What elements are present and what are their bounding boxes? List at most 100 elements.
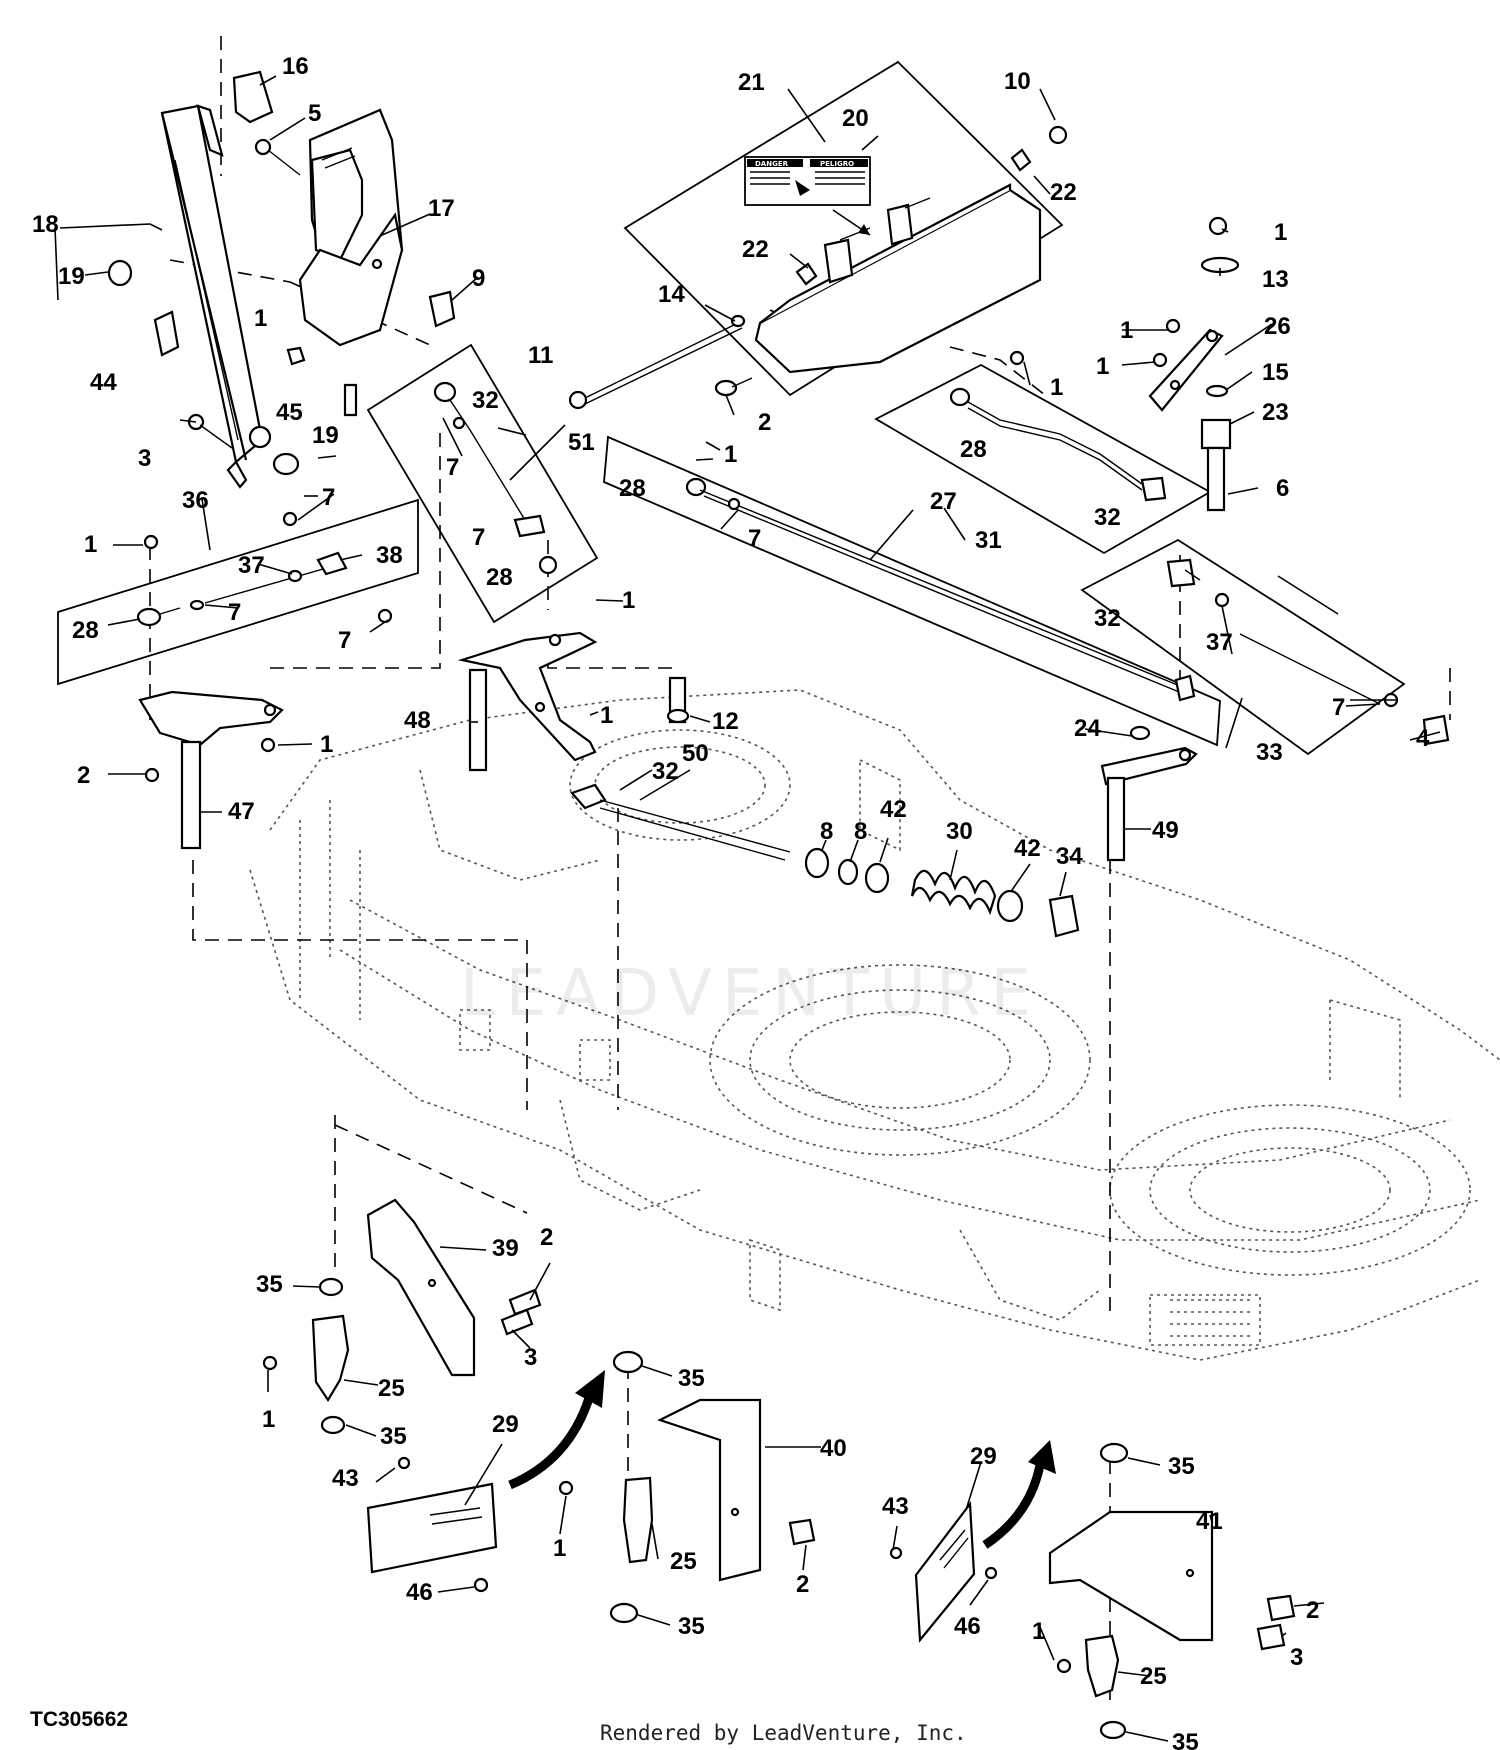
- long-rod-27: [685, 477, 1196, 741]
- callout-28-left: 28: [72, 617, 99, 644]
- callout-labels: 16 5 17 18 19 9 44 1 45 19 3 7 36 1 37 3…: [32, 53, 1430, 1750]
- callout-41: 41: [1196, 1508, 1223, 1535]
- callout-51: 51: [568, 429, 595, 456]
- callout-1-crank: 1: [600, 702, 613, 729]
- lift-lever-arm: [160, 104, 272, 489]
- grip-cap: [232, 70, 274, 124]
- callout-42-right: 42: [1014, 835, 1041, 862]
- callout-3-lower-right: 3: [1290, 1644, 1303, 1671]
- callout-1-lower-left: 1: [262, 1406, 275, 1433]
- spring-rod-assembly-50: [570, 783, 1080, 938]
- callout-2-lower-mid: 2: [796, 1571, 809, 1598]
- callout-4: 4: [1416, 725, 1430, 752]
- lower-right-assembly: [1048, 1442, 1296, 1740]
- callout-2-center: 2: [758, 409, 771, 436]
- rod-assembly-36: [136, 511, 393, 627]
- callout-7-rod27: 7: [748, 525, 761, 552]
- callout-34: 34: [1056, 843, 1083, 870]
- rod-assembly-31: [949, 350, 1167, 502]
- callout-7-b: 7: [228, 599, 241, 626]
- callout-27: 27: [930, 488, 957, 515]
- callout-2-lower-left: 2: [540, 1224, 553, 1251]
- bellcrank-48: [457, 631, 598, 772]
- curved-arrow-right: [982, 1440, 1056, 1549]
- callout-25-mid: 25: [670, 1548, 697, 1575]
- rod-assembly-51: [433, 381, 558, 575]
- callout-35-f: 35: [1172, 1729, 1199, 1750]
- callout-2-lower-right: 2: [1306, 1597, 1319, 1624]
- bolt-3-left: [187, 413, 233, 449]
- callout-33: 33: [1256, 739, 1283, 766]
- callout-2-left: 2: [77, 762, 90, 789]
- plate-29-right: [889, 1500, 998, 1643]
- callout-28-mid: 28: [486, 564, 513, 591]
- callout-16: 16: [282, 53, 309, 80]
- callout-37-left: 37: [238, 552, 265, 579]
- callout-3-lower-left: 3: [524, 1344, 537, 1371]
- callout-1-plate-a: 1: [1120, 317, 1133, 344]
- callout-29-right: 29: [970, 1443, 997, 1470]
- callout-32-top: 32: [472, 387, 499, 414]
- pivot-arm-49: [1100, 746, 1198, 862]
- plate-29-left: [366, 1456, 498, 1593]
- callout-30: 30: [946, 818, 973, 845]
- callout-17: 17: [428, 195, 455, 222]
- callout-47: 47: [228, 798, 255, 825]
- bolt-5: [254, 138, 301, 176]
- callout-1-bracket: 1: [254, 305, 267, 332]
- callout-19-right: 19: [312, 422, 339, 449]
- lever-bracket: [298, 108, 404, 347]
- callout-1-mid: 1: [622, 587, 635, 614]
- pivot-arm-47: [138, 690, 284, 850]
- decal-danger-label: DANGER: [755, 160, 789, 168]
- callout-14: 14: [658, 281, 685, 308]
- callout-35-a: 35: [256, 1271, 283, 1298]
- callout-7-e: 7: [472, 524, 485, 551]
- callout-1-rod31: 1: [1050, 374, 1063, 401]
- footer-credit: Rendered by LeadVenture, Inc.: [600, 1721, 967, 1745]
- callout-24: 24: [1074, 715, 1101, 742]
- callout-35-c: 35: [678, 1365, 705, 1392]
- bushing-9: [428, 290, 456, 328]
- callout-44: 44: [90, 369, 117, 396]
- callout-10: 10: [1004, 68, 1031, 95]
- callout-22-left: 22: [742, 236, 769, 263]
- callout-31: 31: [975, 527, 1002, 554]
- decal-peligro-label: PELIGRO: [820, 160, 854, 168]
- callout-8-b: 8: [854, 818, 867, 845]
- callout-23: 23: [1262, 399, 1289, 426]
- callout-leaders: [54, 75, 1441, 1742]
- callout-13: 13: [1262, 266, 1289, 293]
- callout-1-lower-right: 1: [1032, 1618, 1045, 1645]
- callout-32-rod33: 32: [1094, 605, 1121, 632]
- deck-shield-21: [754, 183, 1042, 374]
- callout-35-e: 35: [1168, 1453, 1195, 1480]
- callout-39: 39: [492, 1235, 519, 1262]
- callout-1-top-right: 1: [1274, 219, 1287, 246]
- callout-36: 36: [182, 487, 209, 514]
- lever-bushings: [107, 259, 358, 476]
- callout-1-left: 1: [84, 531, 97, 558]
- callout-46-left: 46: [406, 1579, 433, 1606]
- bolt-2-center: [714, 377, 753, 397]
- lower-middle-assembly: [558, 1350, 816, 1624]
- arrow-decal-head: [858, 224, 870, 235]
- callout-49: 49: [1152, 817, 1179, 844]
- callout-7-d: 7: [446, 454, 459, 481]
- rod-assembly-33: [1166, 558, 1450, 746]
- callout-28-rod31: 28: [960, 436, 987, 463]
- callout-32-rod31: 32: [1094, 504, 1121, 531]
- callout-19-left: 19: [58, 263, 85, 290]
- callout-5: 5: [308, 100, 321, 127]
- callout-20: 20: [842, 105, 869, 132]
- callout-25-left: 25: [378, 1375, 405, 1402]
- callout-1-lower-mid: 1: [553, 1535, 566, 1562]
- callout-29-left: 29: [492, 1411, 519, 1438]
- pins-22-nut-10: [795, 125, 1068, 286]
- callout-45: 45: [276, 399, 303, 426]
- callout-3-left: 3: [138, 445, 151, 472]
- callout-43-left: 43: [332, 1465, 359, 1492]
- callout-12: 12: [712, 708, 739, 735]
- callout-9: 9: [472, 265, 485, 292]
